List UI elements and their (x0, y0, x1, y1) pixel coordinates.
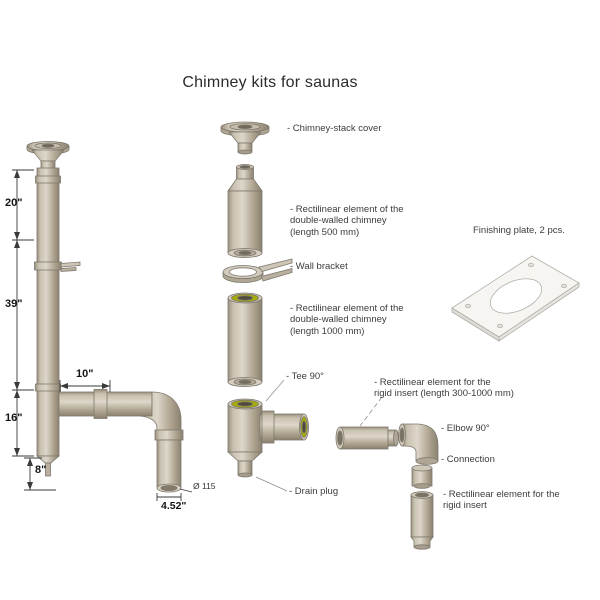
dim-4-52in: 4.52" (161, 500, 187, 512)
assembled-branch (58, 389, 184, 493)
label-elbow: - Elbow 90° (441, 423, 490, 434)
assembled-drain-stub (35, 455, 61, 477)
dim-8in: 8" (35, 464, 47, 476)
rigid-insert-vertical-drawing (410, 491, 434, 550)
label-finishing-plate: Finishing plate, 2 pcs. (473, 225, 565, 236)
exploded-parts-drawing (220, 121, 580, 550)
connection-drawing (411, 464, 433, 489)
label-rigid-insert: - Rectilinear element for the rigid inse… (443, 489, 560, 512)
label-tee: - Tee 90° (286, 371, 324, 382)
dim-10in: 10" (76, 368, 94, 380)
dim-20in: 20" (5, 197, 23, 209)
label-wall-bracket: - Wall bracket (290, 261, 348, 272)
leader-lines (255, 379, 383, 492)
label-stack-cover: - Chimney-stack cover (287, 123, 382, 134)
dim-16in: 16" (5, 412, 23, 424)
label-element-1000: - Rectilinear element of the double-wall… (290, 303, 404, 337)
dim-39in: 39" (5, 298, 23, 310)
element-1000-drawing (227, 292, 263, 387)
page-title: Chimney kits for saunas (182, 74, 358, 91)
stack-cover-drawing (220, 121, 270, 155)
label-drain-plug: - Drain plug (289, 486, 339, 497)
dim-diameter: Ø 115 (193, 481, 216, 491)
label-element-500: - Rectilinear element of the double-wall… (290, 204, 404, 238)
element-500-drawing (227, 164, 263, 258)
drain-plug-drawing (237, 460, 253, 478)
finishing-plate-drawing (451, 255, 580, 342)
label-connection: - Connection (441, 454, 495, 465)
wall-bracket-drawing (222, 258, 293, 283)
tee-drawing (226, 398, 309, 478)
rigid-insert-horizontal-drawing (335, 426, 399, 450)
dimension-arrows (14, 170, 110, 490)
assembled-wall-bracket (34, 261, 81, 272)
assembled-chimney-drawing (26, 141, 184, 493)
assembled-main-pipe (36, 167, 60, 457)
label-rigid-insert-long: - Rectilinear element for the rigid inse… (374, 377, 514, 400)
assembled-stack-cover (26, 141, 70, 170)
elbow-drawing (398, 423, 439, 465)
